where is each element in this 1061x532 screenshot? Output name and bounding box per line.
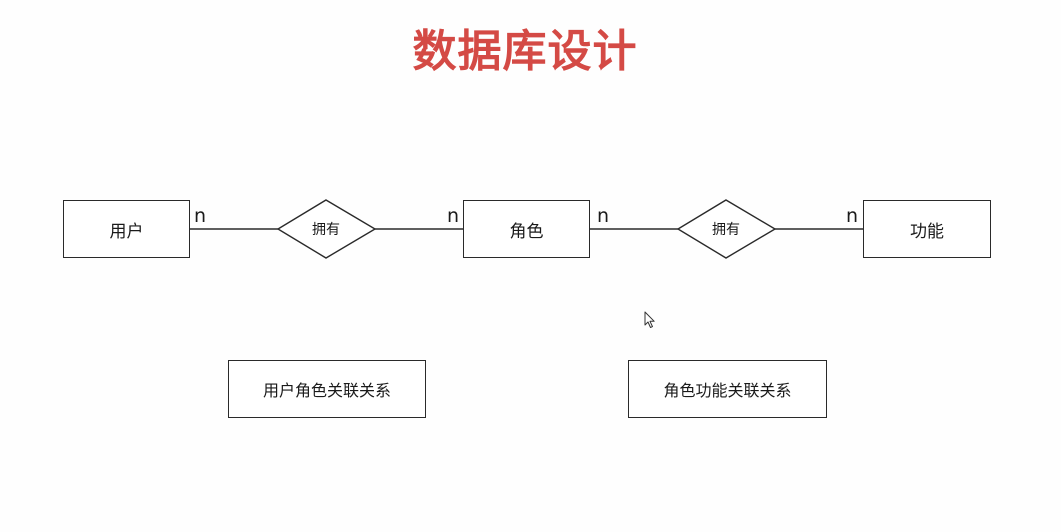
arrow-cursor-icon xyxy=(644,311,655,328)
table-label: 用户角色关联关系 xyxy=(262,381,391,400)
relationship-diamond xyxy=(276,199,377,259)
relationship-label: 拥有 xyxy=(712,222,740,238)
relationship-role-function: 拥有 xyxy=(676,199,777,259)
cardinality-role-right: n xyxy=(597,205,609,227)
entity-user: 用户 xyxy=(63,200,190,258)
table-user-role: 用户角色关联关系 xyxy=(228,360,426,418)
relationship-user-role: 拥有 xyxy=(276,199,377,259)
entity-role: 角色 xyxy=(463,200,590,258)
entity-label: 角色 xyxy=(509,221,544,242)
cardinality-user: n xyxy=(194,205,206,227)
relationship-label: 拥有 xyxy=(312,222,340,238)
entity-label: 用户 xyxy=(109,221,144,242)
page-title: 数据库设计 xyxy=(412,26,638,77)
cardinality-function: n xyxy=(846,205,858,227)
cardinality-role-left: n xyxy=(447,205,459,227)
table-label: 角色功能关联关系 xyxy=(663,381,792,400)
table-role-function: 角色功能关联关系 xyxy=(628,360,827,418)
relationship-diamond xyxy=(676,199,777,259)
entity-function: 功能 xyxy=(863,200,991,258)
entity-label: 功能 xyxy=(910,221,944,242)
